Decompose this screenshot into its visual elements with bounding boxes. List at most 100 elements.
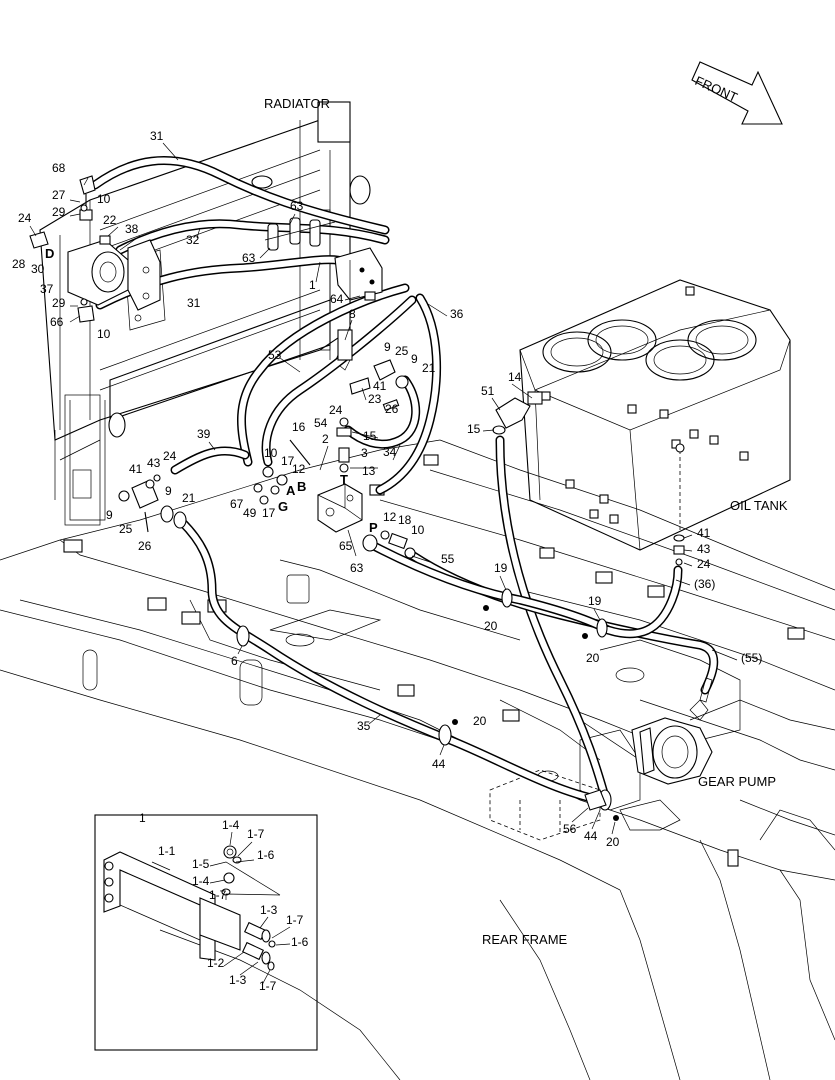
part-callout: 41 (373, 379, 387, 393)
part-callout: 20 (484, 619, 498, 633)
part-callout: 35 (357, 719, 371, 733)
part-callout: 1-3 (229, 973, 247, 987)
port-letter: D (45, 246, 54, 261)
part-callout: 44 (584, 829, 598, 843)
part-callout: 1-5 (192, 857, 210, 871)
part-callout: 53 (268, 348, 282, 362)
part-callout: 20 (473, 714, 487, 728)
part-callout: 17 (281, 454, 295, 468)
part-callout: 29 (52, 296, 66, 310)
part-callout: 9 (384, 340, 391, 354)
part-callout: 23 (368, 392, 382, 406)
part-callout: 31 (187, 296, 201, 310)
part-callout: 25 (119, 522, 133, 536)
section-titles: RADIATOR OIL TANK GEAR PUMP REAR FRAME (264, 96, 788, 947)
part-callout: (55) (741, 651, 762, 665)
part-callout: 10 (264, 446, 278, 460)
part-callout: 9 (106, 508, 113, 522)
part-callout: 22 (103, 213, 117, 227)
part-callout: 19 (494, 561, 508, 575)
part-callout: 56 (563, 822, 577, 836)
part-callout: 6 (231, 654, 238, 668)
part-callout: 51 (481, 384, 495, 398)
port-letter: A (286, 483, 296, 498)
part-callout: 38 (125, 222, 139, 236)
hoses (90, 156, 719, 805)
part-callout: 10 (97, 327, 111, 341)
part-callout: 64 (330, 292, 344, 306)
part-callout: 12 (383, 510, 397, 524)
part-callout: 43 (147, 456, 161, 470)
part-callout: 26 (385, 402, 399, 416)
part-callout: 26 (138, 539, 152, 553)
part-callout: 9 (411, 352, 418, 366)
part-callout: 31 (150, 129, 164, 143)
part-callout: 24 (329, 403, 343, 417)
gear-pump-label: GEAR PUMP (698, 774, 776, 789)
part-callout: 36 (450, 307, 464, 321)
part-callout: 66 (50, 315, 64, 329)
part-callout: 1 (309, 278, 316, 292)
part-callout: 27 (52, 188, 66, 202)
radiator-label: RADIATOR (264, 96, 330, 111)
front-arrow-icon: FRONT (691, 61, 783, 125)
part-callout: 24 (163, 449, 177, 463)
detail-inset (94, 814, 318, 1051)
part-callout: 30 (31, 262, 45, 276)
part-callout: 21 (182, 491, 196, 505)
part-callout: 1-7 (209, 888, 227, 902)
part-callout: 10 (97, 192, 111, 206)
oil-tank (519, 279, 791, 551)
valves-fittings (118, 217, 685, 821)
port-letter: T (340, 472, 348, 487)
gear-pump (631, 677, 713, 785)
fan-pump (29, 175, 161, 323)
part-callout: 29 (52, 205, 66, 219)
port-letter: P (369, 520, 378, 535)
part-callout: 3 (361, 446, 368, 460)
part-callout: 2 (322, 432, 329, 446)
part-callout: 1-1 (158, 844, 176, 858)
part-callout: 49 (243, 506, 257, 520)
part-callout: 37 (40, 282, 54, 296)
front-label: FRONT (693, 73, 740, 105)
part-callout: 1-4 (222, 818, 240, 832)
part-callout: 39 (197, 427, 211, 441)
part-callout: 10 (411, 523, 425, 537)
part-callout: 24 (697, 557, 711, 571)
part-callout: 63 (350, 561, 364, 575)
part-callout: 32 (186, 233, 200, 247)
part-callout: 20 (606, 835, 620, 849)
part-callout: 43 (697, 542, 711, 556)
oil-tank-label: OIL TANK (730, 498, 788, 513)
part-callout: 1-6 (291, 935, 309, 949)
part-callout: 54 (314, 416, 328, 430)
leader-lines (29, 142, 738, 835)
part-callout: 1-6 (257, 848, 275, 862)
part-callout: 65 (339, 539, 353, 553)
part-callout: 24 (18, 211, 32, 225)
part-callout: 44 (432, 757, 446, 771)
part-callout: 1 (139, 811, 146, 825)
part-callout: 34 (383, 445, 397, 459)
part-callout: 13 (362, 464, 376, 478)
part-callout: 18 (398, 513, 412, 527)
part-callout: (36) (694, 577, 715, 591)
part-callout: 17 (262, 506, 276, 520)
part-callout: 1-7 (286, 913, 304, 927)
part-callout: 1-4 (192, 874, 210, 888)
part-callout: 15 (467, 422, 481, 436)
part-callout: 16 (292, 420, 306, 434)
part-callout: 55 (441, 552, 455, 566)
port-letter: G (278, 499, 288, 514)
part-callout: 1-7 (247, 827, 265, 841)
rear-frame-outline (0, 439, 835, 1080)
part-callout: 9 (165, 484, 172, 498)
part-callout: 1-7 (259, 979, 277, 993)
port-letter: B (297, 479, 306, 494)
part-callout: 63 (242, 251, 256, 265)
part-callout: 8 (349, 307, 356, 321)
part-callout: 63 (290, 199, 304, 213)
